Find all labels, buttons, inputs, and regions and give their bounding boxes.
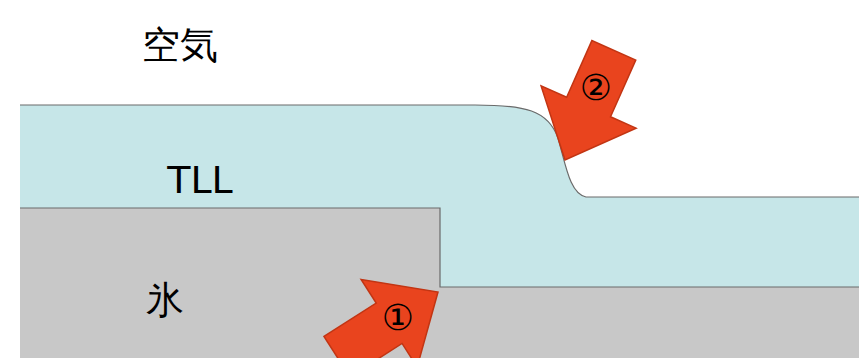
region-label: 空気 [142,26,218,64]
band-shape [20,205,859,358]
callout-number: ① [382,300,414,336]
region-label: TLL [167,161,233,199]
band-outline [20,105,859,197]
region-label: 氷 [146,281,184,319]
region-band: 氷 [20,205,859,358]
band-fill [20,208,859,358]
band-outline [20,208,859,287]
callout-number: ② [580,70,612,106]
